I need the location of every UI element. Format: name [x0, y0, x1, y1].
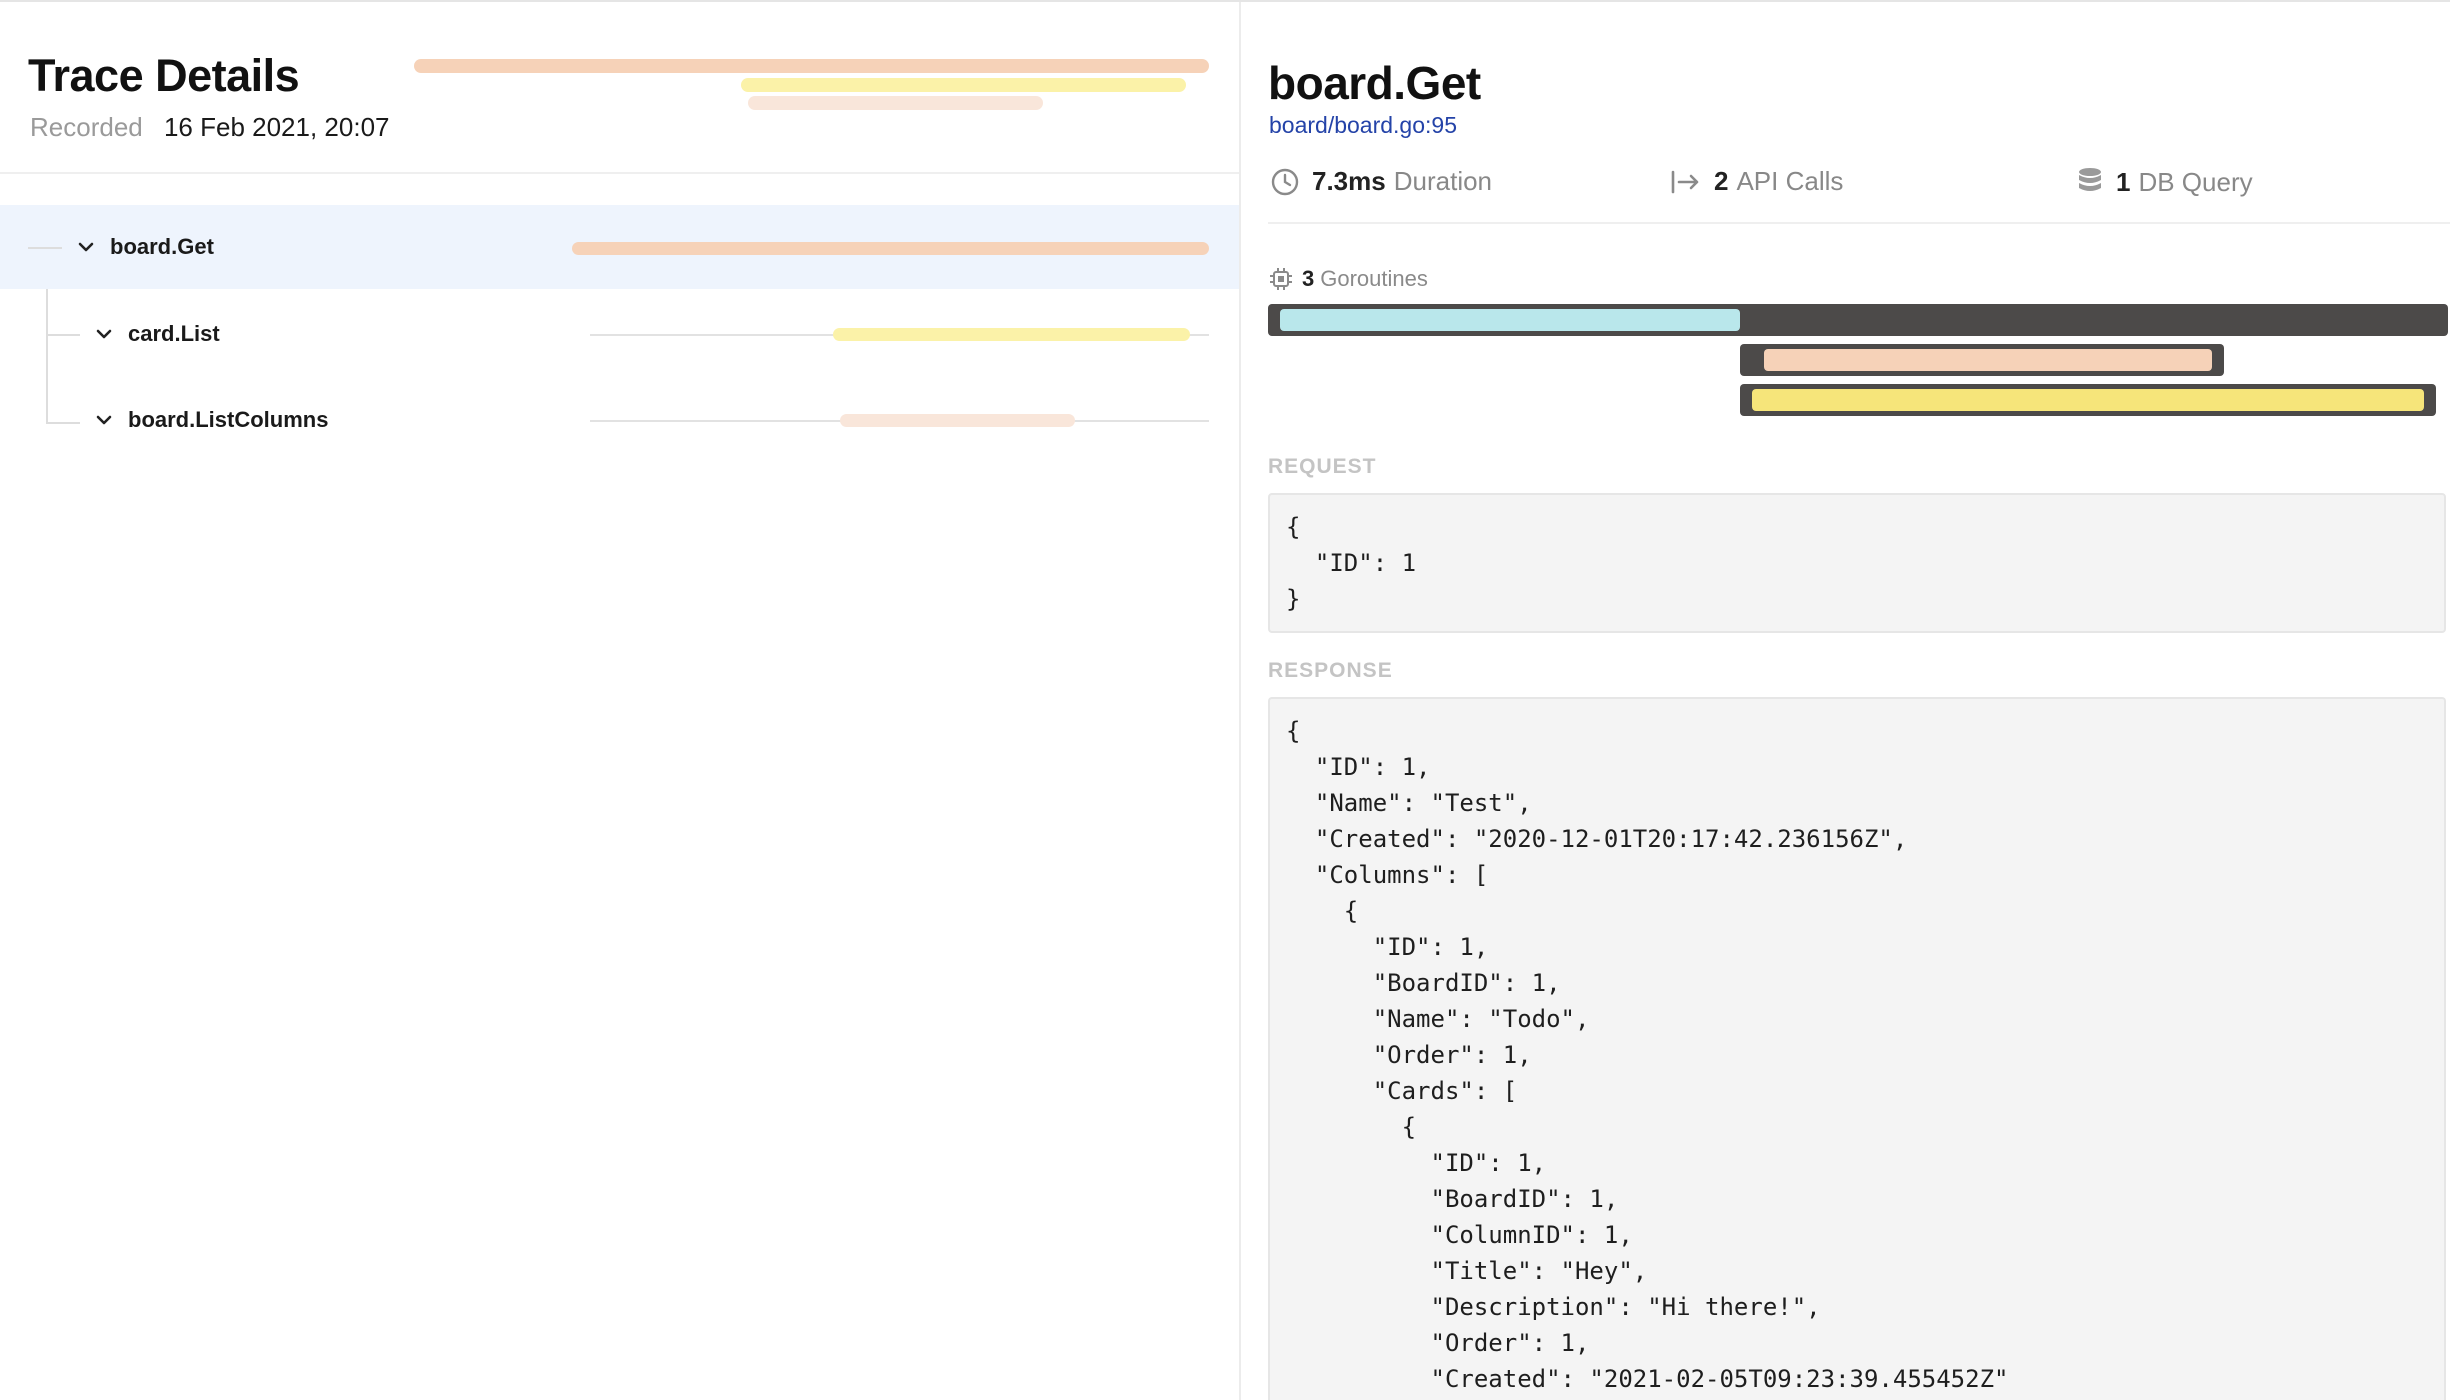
code-line: {	[1286, 1113, 1417, 1141]
chevron-down-icon[interactable]	[74, 235, 98, 259]
code-line: "Created": "2021-02-05T09:23:39.455452Z"	[1286, 1365, 2009, 1393]
tree-connector	[46, 242, 48, 424]
span-bar	[839, 414, 1076, 427]
code-line: {	[1286, 717, 1301, 745]
span-bar	[572, 242, 1209, 255]
duration-label: Duration	[1393, 166, 1493, 196]
api-calls-value: 2	[1714, 166, 1729, 196]
overview-bar-card-list	[741, 78, 1186, 92]
span-detail-panel: board.Get board/board.go:95 7.3ms Durati…	[1268, 0, 2450, 1400]
response-label: RESPONSE	[1268, 659, 1393, 682]
code-line: "ID": 1,	[1286, 933, 1489, 961]
span-label: board.ListColumns	[128, 407, 329, 432]
tree-connector	[28, 247, 62, 249]
trace-row-board-listcolumns[interactable]: board.ListColumns	[0, 378, 1239, 462]
code-line: "ID": 1,	[1286, 753, 1431, 781]
goroutine-count: 3	[1302, 266, 1315, 291]
code-line: "BoardID": 1,	[1286, 969, 1561, 997]
code-line: "BoardID": 1,	[1286, 1185, 1619, 1213]
code-line: "Created": "2020-12-01T20:17:42.236156Z"…	[1286, 825, 1908, 853]
code-line: "Columns": [	[1286, 861, 1489, 889]
trace-title: Trace Details	[28, 50, 300, 101]
clock-icon	[1271, 168, 1299, 195]
overview-bar-board-get	[414, 59, 1209, 73]
goroutine-span	[1763, 349, 2212, 371]
top-border	[0, 0, 2450, 2]
database-icon	[2079, 168, 2101, 191]
code-line: "Description": "Hi there!",	[1286, 1293, 1821, 1321]
trace-row-card-list[interactable]: card.List	[0, 292, 1239, 376]
code-line: "Order": 1,	[1286, 1041, 1532, 1069]
db-query-label: DB Query	[2138, 166, 2253, 197]
arrow-right-bar-icon	[1671, 170, 1699, 193]
span-stats: 7.3ms Duration 2 API Calls 1 DB Query	[1268, 162, 2450, 224]
recorded-label: Recorded	[30, 112, 143, 142]
request-body: { "ID": 1}	[1268, 493, 2446, 633]
trace-panel: Trace Details Recorded 16 Feb 2021, 20:0…	[0, 2, 1241, 1400]
db-query-stat: 1 DB Query	[2076, 166, 2253, 198]
chevron-down-icon[interactable]	[92, 408, 116, 432]
span-title: board.Get	[1268, 57, 1481, 109]
overview-bar-board-listcolumns	[748, 96, 1043, 110]
request-label: REQUEST	[1268, 455, 1377, 478]
duration-stat: 7.3ms Duration	[1270, 166, 1492, 197]
span-label: card.List	[128, 321, 220, 346]
api-calls-label: API Calls	[1736, 166, 1844, 196]
db-query-value: 1	[2116, 166, 2131, 197]
goroutine-span	[1751, 389, 2425, 411]
api-calls-stat: 2 API Calls	[1670, 166, 1843, 197]
recorded-value: 16 Feb 2021, 20:07	[163, 112, 390, 142]
code-line: "Order": 1,	[1286, 1329, 1590, 1357]
code-line: }	[1286, 585, 1301, 613]
tree-connector	[46, 334, 80, 336]
source-location-link[interactable]: board/board.go:95	[1269, 112, 1457, 138]
code-line: "Name": "Test",	[1286, 789, 1532, 817]
code-line: "Title": "Hey",	[1286, 1257, 1648, 1285]
cpu-chip-icon	[1270, 268, 1292, 290]
code-line: "ID": 1	[1286, 549, 1417, 577]
goroutine-span	[1279, 309, 1740, 331]
code-line: "ColumnID": 1,	[1286, 1221, 1633, 1249]
chevron-down-icon[interactable]	[92, 322, 116, 346]
span-bar	[833, 328, 1190, 341]
tree-connector	[46, 422, 80, 424]
trace-header: Trace Details Recorded 16 Feb 2021, 20:0…	[0, 2, 1239, 174]
code-line: "Name": "Todo",	[1286, 1005, 1590, 1033]
code-line: {	[1286, 897, 1359, 925]
code-line: "Cards": [	[1286, 1077, 1518, 1105]
trace-row-board-get[interactable]: board.Get	[0, 205, 1239, 289]
recorded-info: Recorded 16 Feb 2021, 20:07	[30, 112, 390, 143]
goroutines-header: 3 Goroutines	[1268, 266, 1428, 292]
code-line: {	[1286, 513, 1301, 541]
duration-value: 7.3ms	[1312, 166, 1386, 196]
response-body: { "ID": 1, "Name": "Test", "Created": "2…	[1268, 697, 2446, 1400]
goroutines-label: Goroutines	[1320, 266, 1428, 291]
span-label: board.Get	[110, 234, 214, 259]
code-line: "ID": 1,	[1286, 1149, 1547, 1177]
